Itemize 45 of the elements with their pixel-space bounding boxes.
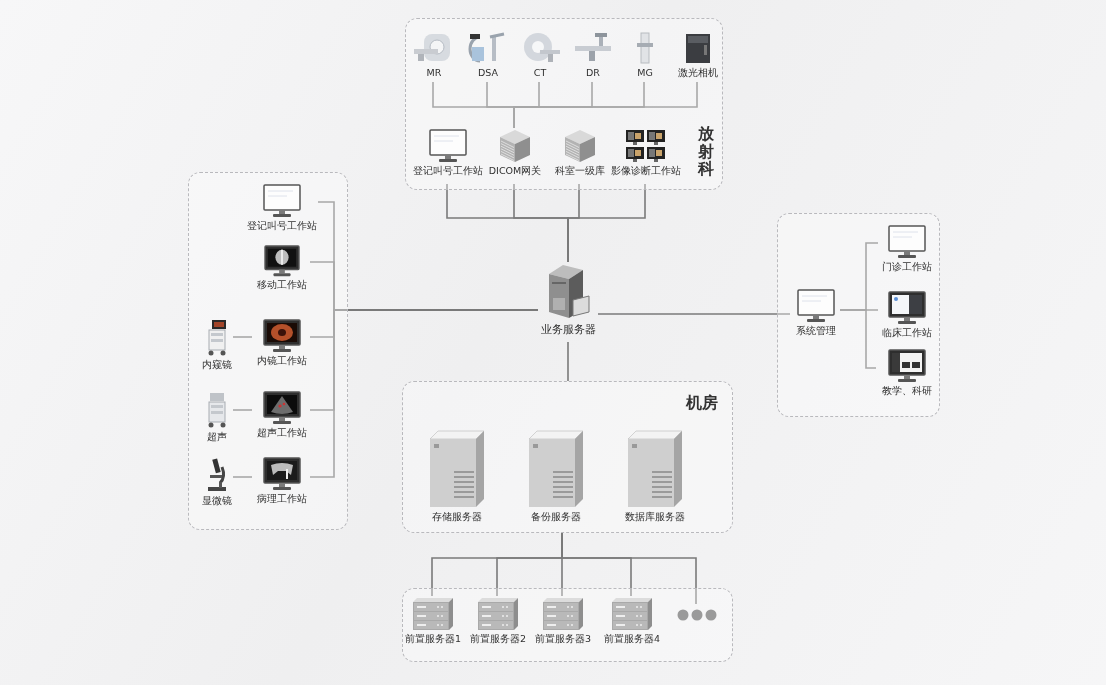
node-label: 系统管理 (796, 326, 836, 337)
node-label: 临床工作站 (882, 328, 932, 339)
node-label: CT (533, 68, 547, 79)
node-label: DICOM网关 (488, 166, 542, 177)
node-label: 内镜工作站 (257, 356, 307, 367)
group-panel (777, 213, 940, 417)
node-label: 登记叫号工作站 (413, 166, 483, 177)
node-label: MR (426, 68, 442, 79)
connector-line (232, 476, 253, 478)
group-panel (188, 172, 348, 530)
node-label: 前置服务器1 (404, 634, 461, 645)
connector-line (567, 341, 569, 382)
node-label: 超声工作站 (257, 428, 307, 439)
group-title: 机房 (686, 394, 718, 412)
connector-line (597, 313, 791, 315)
node-label: 显微镜 (202, 496, 232, 507)
node-label: 病理工作站 (257, 494, 307, 505)
node-label: 影像诊断工作站 (611, 166, 681, 177)
node-label: MG (637, 68, 653, 79)
node-label: 超声 (207, 432, 227, 443)
node-label: 存储服务器 (432, 512, 482, 523)
connector-line (513, 81, 698, 129)
connector-line (232, 409, 253, 411)
node-label: DR (586, 68, 600, 79)
group-panel (405, 18, 723, 190)
group-panel (402, 588, 733, 662)
group-title: 放射科 (698, 125, 714, 178)
node-label: 备份服务器 (531, 512, 581, 523)
connector-line (567, 183, 646, 263)
node-label: 门诊工作站 (882, 262, 932, 273)
node-label: DSA (478, 68, 498, 79)
node-label: 科室一级库 (555, 166, 605, 177)
connector-line (232, 336, 253, 338)
node-label: 登记叫号工作站 (247, 221, 317, 232)
node-label: 内窥镜 (202, 360, 232, 371)
group-panel (402, 381, 733, 533)
connector-line (561, 532, 697, 605)
node-label: 前置服务器3 (534, 634, 591, 645)
node-label: 教学、科研 (882, 386, 932, 397)
node-label: 前置服务器2 (469, 634, 526, 645)
node-label: 激光相机 (678, 68, 718, 79)
node-label: 前置服务器4 (603, 634, 660, 645)
node-label: 移动工作站 (257, 280, 307, 291)
node-label: 数据库服务器 (625, 512, 685, 523)
node-label: 业务服务器 (540, 323, 596, 336)
